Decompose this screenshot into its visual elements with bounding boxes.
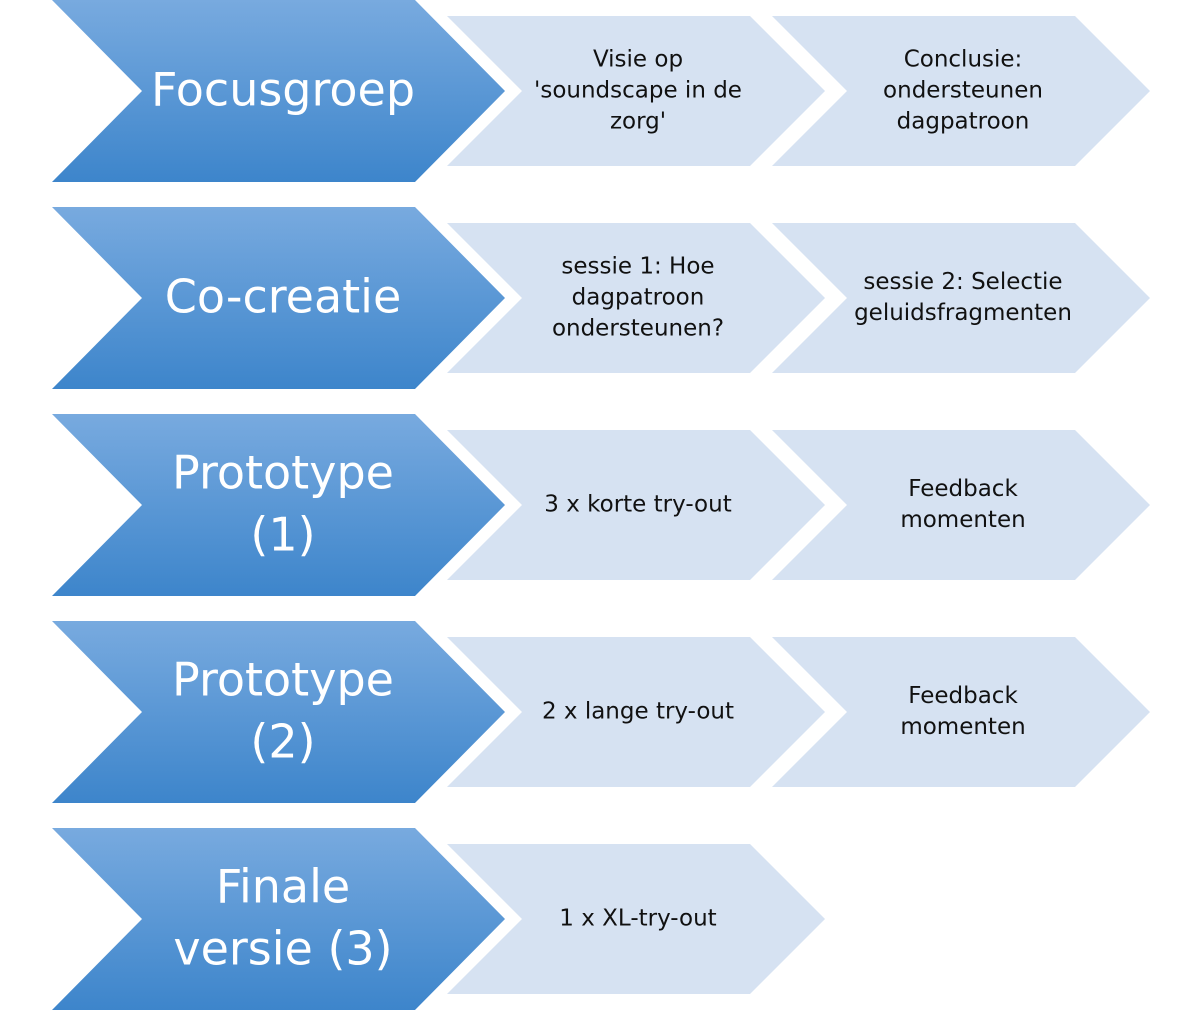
step-label-line: 2 x lange try-out [542,699,734,725]
step-label-line: 1 x XL-try-out [559,906,716,932]
step-label-line: dagpatroon [897,109,1030,135]
phase-chevron-group: Prototype (2) [52,621,505,803]
step-label-line: geluidsfragmenten [854,300,1072,326]
row-prototype-1: 3 x korte try-out Feedback momenten Prototy… [52,414,1150,596]
row-finale-versie: 1 x XL-try-out Finale versie (3) [52,828,825,1010]
step-1: sessie 1: Hoe dagpatroon ondersteunen? [447,223,825,373]
row-focusgroep: Visie op 'soundscape in de zorg' Conclusie:… [52,0,1150,182]
step-label-line: sessie 2: Selectie [863,269,1062,295]
row-co-creatie: sessie 1: Hoedagpatroonondersteunen?sess… [52,207,1150,389]
step-chevron [772,16,1150,166]
step-2: sessie 2: Selectie geluidsfragmenten [772,223,1150,373]
phase-chevron [52,207,505,389]
diagram-rows: Visie op 'soundscape in de zorg' Conclusie:… [52,0,1150,1010]
step-label-line: zorg' [610,109,666,135]
step-label-line: Conclusie: [904,47,1023,73]
step-chevron [447,844,825,994]
step-1: 1 x XL-try-out [447,844,825,994]
phase-chevron [52,414,505,596]
step-label-line: Feedback [908,683,1018,709]
step-label-line: Feedback [908,476,1018,502]
step-1: 3 x korte try-out [447,430,825,580]
phase-chevron-group: Focusgroep [52,0,505,182]
step-chevron [772,223,1150,373]
step-label-line: momenten [900,507,1025,533]
step-label-line: 'soundscape in de [534,78,742,104]
step-1: 2 x lange try-out [447,637,825,787]
step-label-line: ondersteunen [883,78,1043,104]
step-2: Feedback momenten [772,637,1150,787]
step-label-line: momenten [900,714,1025,740]
step-label-line: sessie 1: Hoe [561,254,714,280]
phase-chevron [52,828,505,1010]
step-1: Visie op 'soundscape in de zorg' [447,16,825,166]
step-chevron [447,430,825,580]
step-label-line: 3 x korte try-out [544,492,731,518]
phase-chevron-group: Co-creatie [52,207,505,389]
step-chevron [772,637,1150,787]
phase-title-line: Finale [216,860,350,914]
phase-chevron-group: Finale versie (3) [52,828,505,1010]
row-prototype-2: 2 x lange try-out Feedback momenten Prototy… [52,621,1150,803]
phase-chevron-group: Prototype (1) [52,414,505,596]
step-label-line: Visie op [593,47,683,73]
phase-chevron [52,0,505,182]
phase-title-line: versie (3) [173,922,392,976]
step-chevron [447,223,825,373]
step-chevron [447,637,825,787]
phase-title-line: Co-creatie [165,270,402,324]
phase-title-line: (2) [250,715,315,769]
step-label-line: dagpatroon [572,285,705,311]
step-chevron [447,16,825,166]
step-chevron [772,430,1150,580]
step-2: Feedback momenten [772,430,1150,580]
phase-title-line: Prototype [172,446,394,500]
step-2: Conclusie: ondersteunen dagpatroon [772,16,1150,166]
phase-chevron [52,621,505,803]
phase-title-line: Focusgroep [151,63,415,117]
phase-title-line: (1) [250,508,315,562]
phase-title-line: Prototype [172,653,394,707]
step-label-line: ondersteunen? [552,316,724,342]
